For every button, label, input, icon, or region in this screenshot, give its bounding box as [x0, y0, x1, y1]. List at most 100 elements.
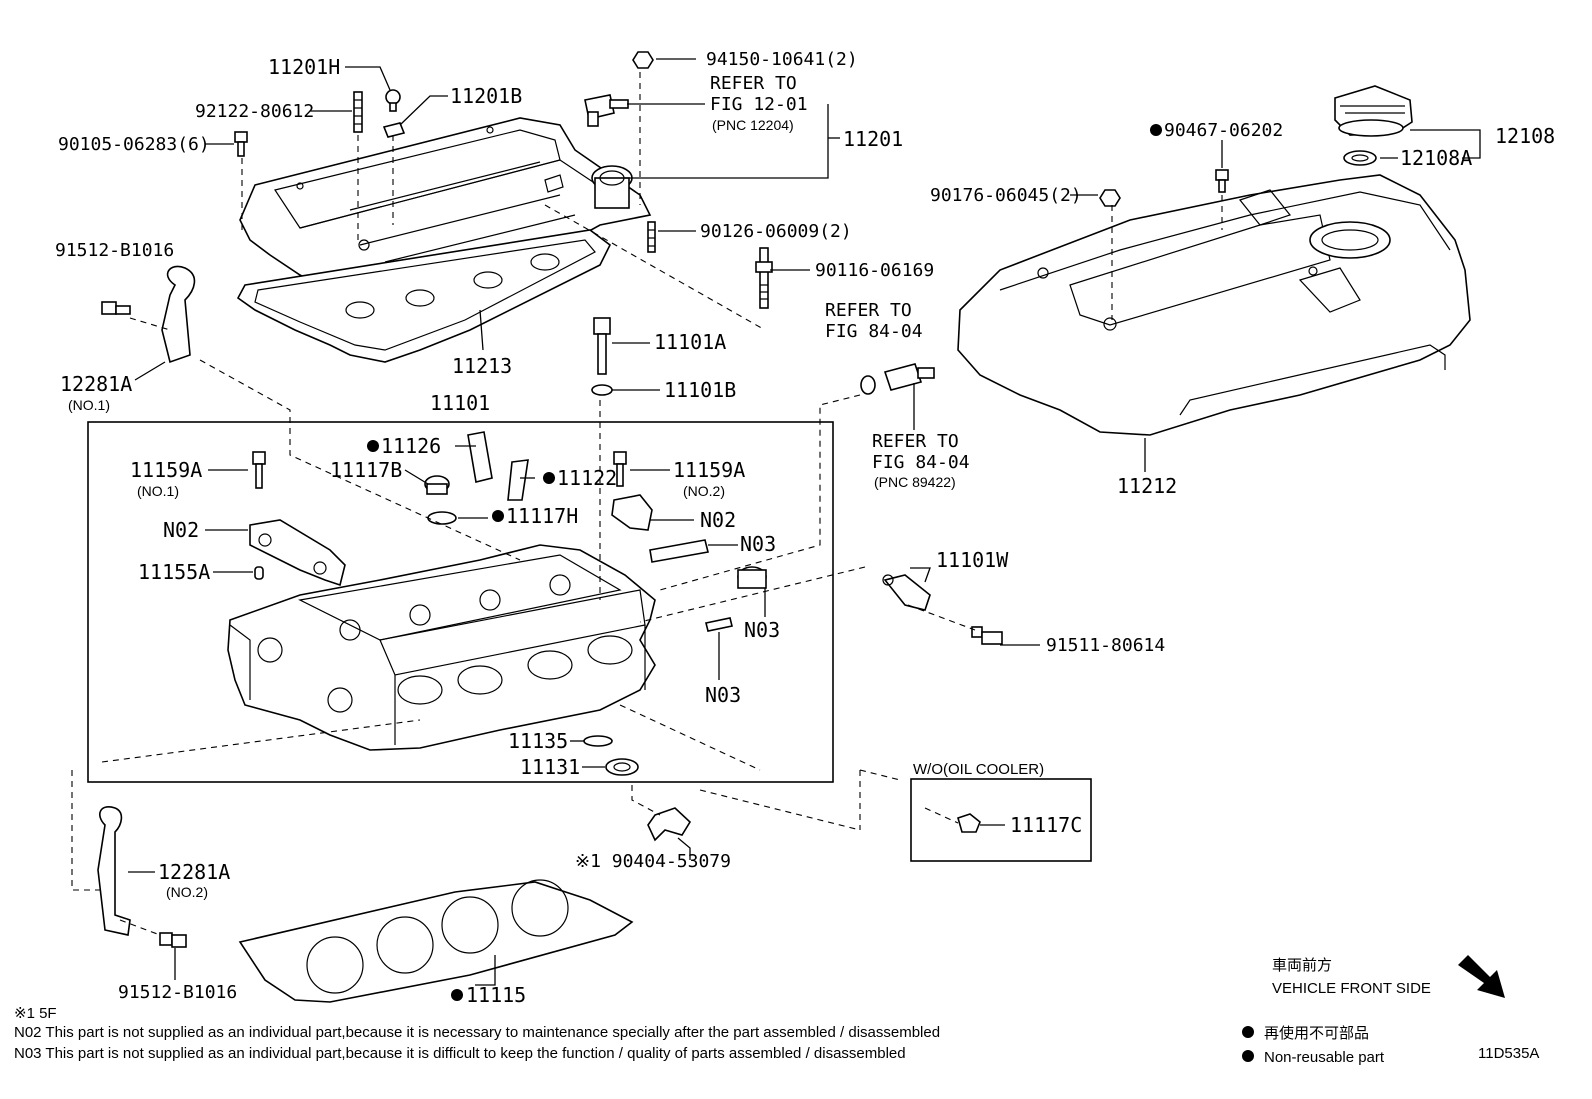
note-n02: N02 This part is not supplied as an indi… — [14, 1024, 940, 1041]
plug-11117B — [424, 475, 450, 495]
callout-N03-c: N03 — [705, 683, 741, 707]
sensor-11101W — [882, 574, 931, 611]
callout-N02-right: N02 — [700, 508, 736, 532]
callout-94150: 94150-10641(2) — [706, 49, 858, 70]
pin-N03-c — [705, 617, 733, 632]
callout-90105: 90105-06283(6) — [58, 134, 210, 155]
callout-refer-8404-b1: REFER TO — [872, 431, 959, 452]
bearing-cap-right — [611, 494, 653, 531]
callout-no2-a: (NO.2) — [683, 483, 725, 499]
washer-11101B — [591, 384, 613, 396]
callout-90116: 90116-06169 — [815, 260, 934, 281]
callout-11212: 11212 — [1117, 474, 1177, 498]
bolt-11159A-2 — [613, 451, 627, 487]
filled-circle-icon — [1242, 1026, 1254, 1038]
callout-refer-1201-a: REFER TO — [710, 73, 797, 94]
callout-11101B: 11101B — [664, 378, 736, 402]
note-n03: N03 This part is not supplied as an indi… — [14, 1045, 906, 1062]
callout-12281A-2: 12281A — [158, 860, 230, 884]
bolt-11201H — [385, 89, 401, 112]
callout-90176: 90176-06045(2) — [930, 185, 1082, 206]
callout-91511: 91511-80614 — [1046, 635, 1165, 656]
callout-N03-a: N03 — [740, 532, 776, 556]
callout-no2-b: (NO.2) — [166, 884, 208, 900]
cylinder-head-box — [87, 421, 834, 783]
callout-92122: 92122-80612 — [195, 101, 314, 122]
callout-90126: 90126-06009(2) — [700, 221, 852, 242]
callout-11117C: 11117C — [1010, 813, 1082, 837]
bolt-91512-bottom — [159, 932, 187, 948]
tube-11126 — [467, 431, 493, 483]
callout-12108: 12108 — [1495, 124, 1555, 148]
callout-refer-8404-a1: REFER TO — [825, 300, 912, 321]
stud-90126 — [647, 221, 656, 253]
union-90404 — [647, 807, 692, 842]
callout-11159A-1: 11159A — [130, 458, 202, 482]
stud-90116 — [755, 247, 773, 309]
bolt-90105 — [234, 131, 248, 157]
callout-refer-8404-b3: (PNC 89422) — [874, 474, 956, 490]
callout-11117H: 11117H — [506, 504, 578, 528]
callout-N03-b: N03 — [744, 618, 780, 642]
callout-11101W: 11101W — [936, 548, 1009, 572]
arrow-down-right-icon — [1458, 955, 1505, 998]
oil-cooler-box — [910, 778, 1092, 862]
non-reusable-jp: 再使用不可部品 — [1264, 1025, 1369, 1042]
callout-11135: 11135 — [508, 729, 568, 753]
callout-90404: ※1 90404-53079 — [575, 851, 731, 872]
callout-11122: 11122 — [557, 466, 617, 490]
bolt-91512-top — [101, 301, 131, 315]
non-reusable-marker-11117H — [492, 510, 504, 522]
pin-N03-a — [649, 539, 709, 563]
bush-N03-b — [737, 566, 767, 589]
callout-11201B: 11201B — [450, 84, 522, 108]
callout-90467: 90467-06202 — [1164, 120, 1283, 141]
stud-92122 — [353, 91, 363, 133]
non-reusable-marker-11122 — [543, 472, 555, 484]
callout-12281A-1: 12281A — [60, 372, 132, 396]
cylinder-head-cover — [239, 117, 652, 301]
callout-11213: 11213 — [452, 354, 512, 378]
non-reusable-marker-11126 — [367, 440, 379, 452]
bolt-91511 — [971, 626, 1003, 645]
sensor-94150 — [584, 94, 629, 127]
bolt-11159A-1 — [252, 451, 266, 489]
oil-filler-cap — [1334, 85, 1413, 166]
seal-11201B — [382, 122, 406, 138]
non-reusable-en: Non-reusable part — [1264, 1049, 1385, 1066]
callout-refer-8404-a2: FIG 84-04 — [825, 321, 923, 342]
vehicle-front-jp: 車両前方 — [1272, 957, 1332, 974]
tube-11122 — [507, 459, 529, 501]
callout-11201H: 11201H — [268, 55, 340, 79]
cylinder-head — [227, 544, 656, 751]
nut-94150 — [632, 51, 654, 69]
callout-refer-1201-b: FIG 12-01 — [710, 94, 808, 115]
non-reusable-marker-11115 — [451, 989, 463, 1001]
callout-11115: 11115 — [466, 983, 526, 1007]
callout-no1-a: (NO.1) — [68, 397, 110, 413]
callout-11201: 11201 — [843, 127, 903, 151]
engine-hanger-no2 — [97, 806, 131, 936]
callout-91512-top: 91512-B1016 — [55, 240, 174, 261]
non-reusable-marker-90467 — [1150, 124, 1162, 136]
callout-11126: 11126 — [381, 434, 441, 458]
seal-11135 — [583, 735, 613, 747]
engine-cover — [957, 174, 1471, 436]
callout-11101A: 11101A — [654, 330, 726, 354]
vehicle-front-en: VEHICLE FRONT SIDE — [1272, 980, 1431, 997]
diagram-id: 11D535A — [1478, 1045, 1539, 1062]
pin-11155A — [254, 566, 264, 580]
cover-gasket — [236, 229, 612, 363]
callout-wo-oil-cooler: W/O(OIL COOLER) — [913, 761, 1044, 778]
bolt-90467 — [1215, 169, 1229, 193]
callout-11117B: 11117B — [330, 458, 402, 482]
callout-N02-left: N02 — [163, 518, 199, 542]
callout-12108A: 12108A — [1400, 146, 1472, 170]
callout-11155A: 11155A — [138, 560, 210, 584]
plug-11117C — [957, 813, 981, 833]
callout-11159A-2: 11159A — [673, 458, 745, 482]
callout-refer-8404-b2: FIG 84-04 — [872, 452, 970, 473]
bolt-11101A — [593, 317, 611, 375]
engine-hanger-no1 — [161, 265, 196, 364]
